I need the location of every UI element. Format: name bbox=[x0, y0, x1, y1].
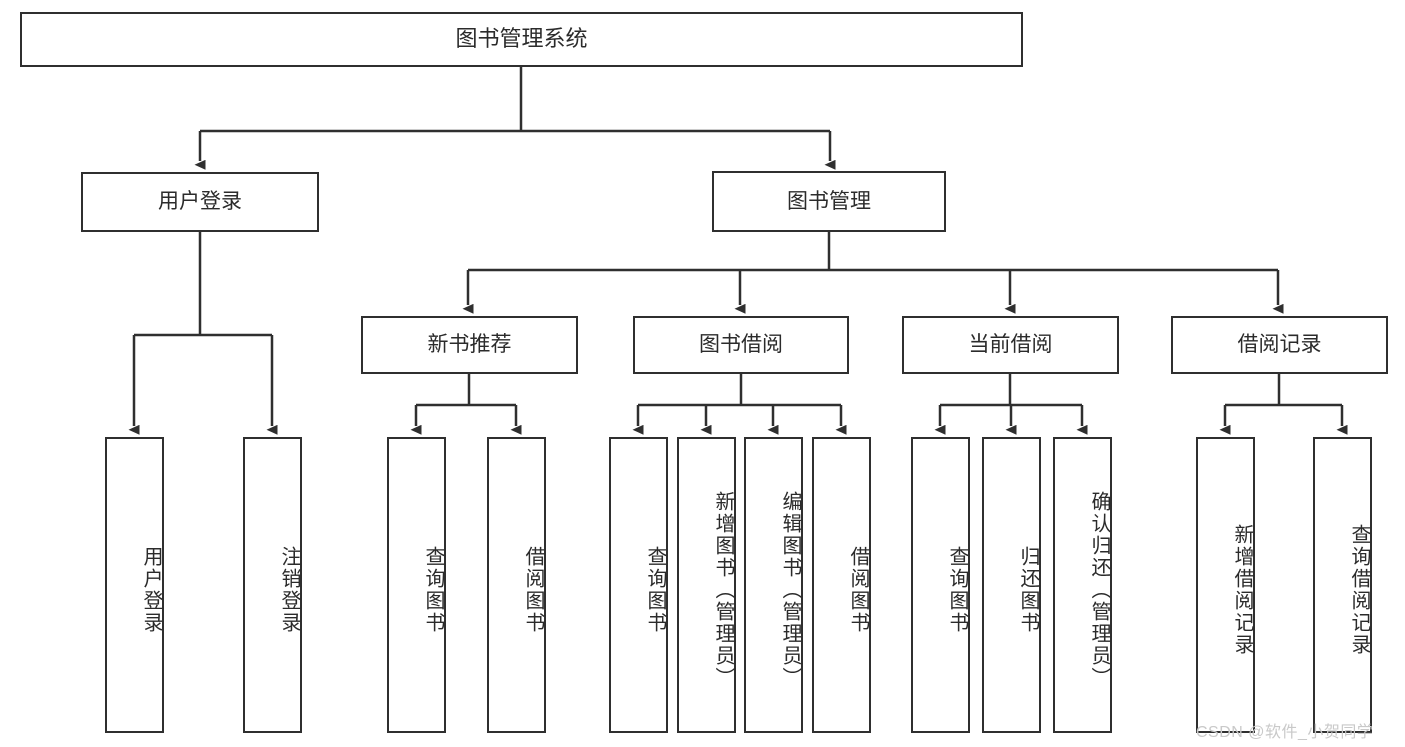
node-root-label: 图书管理系统 bbox=[455, 26, 588, 52]
leaf-query-book-recommend-label: 查询图书 bbox=[422, 546, 444, 634]
leaf-logout-label: 注销登录 bbox=[278, 546, 300, 634]
node-borrow-record[interactable]: 借阅记录 bbox=[1171, 316, 1388, 374]
node-current-borrow-label: 当前借阅 bbox=[968, 333, 1053, 357]
leaf-borrow-book[interactable]: 借阅图书 bbox=[812, 437, 871, 733]
leaf-return-book-label: 归还图书 bbox=[1017, 546, 1039, 634]
leaf-add-borrow-record-label: 新增借阅记录 bbox=[1231, 524, 1253, 656]
leaf-query-book-current-label: 查询图书 bbox=[946, 546, 968, 634]
leaf-add-book-admin[interactable]: 新增图书（管理员） bbox=[677, 437, 736, 733]
node-new-book-recommend-label: 新书推荐 bbox=[427, 333, 512, 357]
leaf-logout[interactable]: 注销登录 bbox=[243, 437, 302, 733]
node-new-book-recommend[interactable]: 新书推荐 bbox=[361, 316, 578, 374]
node-book-management[interactable]: 图书管理 bbox=[712, 171, 946, 232]
leaf-user-login-label: 用户登录 bbox=[140, 546, 162, 634]
leaf-user-login[interactable]: 用户登录 bbox=[105, 437, 164, 733]
node-user-login-label: 用户登录 bbox=[158, 190, 242, 214]
leaf-borrow-book-label: 借阅图书 bbox=[847, 546, 869, 634]
leaf-borrow-book-recommend[interactable]: 借阅图书 bbox=[487, 437, 546, 733]
leaf-add-book-admin-label: 新增图书（管理员） bbox=[712, 491, 734, 689]
node-book-borrow[interactable]: 图书借阅 bbox=[633, 316, 849, 374]
leaf-query-borrow-record[interactable]: 查询借阅记录 bbox=[1313, 437, 1372, 733]
node-book-management-label: 图书管理 bbox=[787, 189, 871, 213]
node-current-borrow[interactable]: 当前借阅 bbox=[902, 316, 1119, 374]
leaf-edit-book-admin[interactable]: 编辑图书（管理员） bbox=[744, 437, 803, 733]
node-user-login[interactable]: 用户登录 bbox=[81, 172, 319, 232]
leaf-borrow-book-recommend-label: 借阅图书 bbox=[522, 546, 544, 634]
leaf-query-book-current[interactable]: 查询图书 bbox=[911, 437, 970, 733]
leaf-query-borrow-record-label: 查询借阅记录 bbox=[1348, 524, 1370, 656]
leaf-confirm-return-admin-label: 确认归还（管理员） bbox=[1088, 491, 1110, 689]
leaf-edit-book-admin-label: 编辑图书（管理员） bbox=[779, 491, 801, 689]
node-root[interactable]: 图书管理系统 bbox=[20, 12, 1023, 67]
leaf-query-book-borrow-label: 查询图书 bbox=[644, 546, 666, 634]
leaf-return-book[interactable]: 归还图书 bbox=[982, 437, 1041, 733]
node-borrow-record-label: 借阅记录 bbox=[1237, 333, 1322, 357]
leaf-confirm-return-admin[interactable]: 确认归还（管理员） bbox=[1053, 437, 1112, 733]
leaf-add-borrow-record[interactable]: 新增借阅记录 bbox=[1196, 437, 1255, 733]
leaf-query-book-borrow[interactable]: 查询图书 bbox=[609, 437, 668, 733]
leaf-query-book-recommend[interactable]: 查询图书 bbox=[387, 437, 446, 733]
node-book-borrow-label: 图书借阅 bbox=[699, 333, 783, 357]
